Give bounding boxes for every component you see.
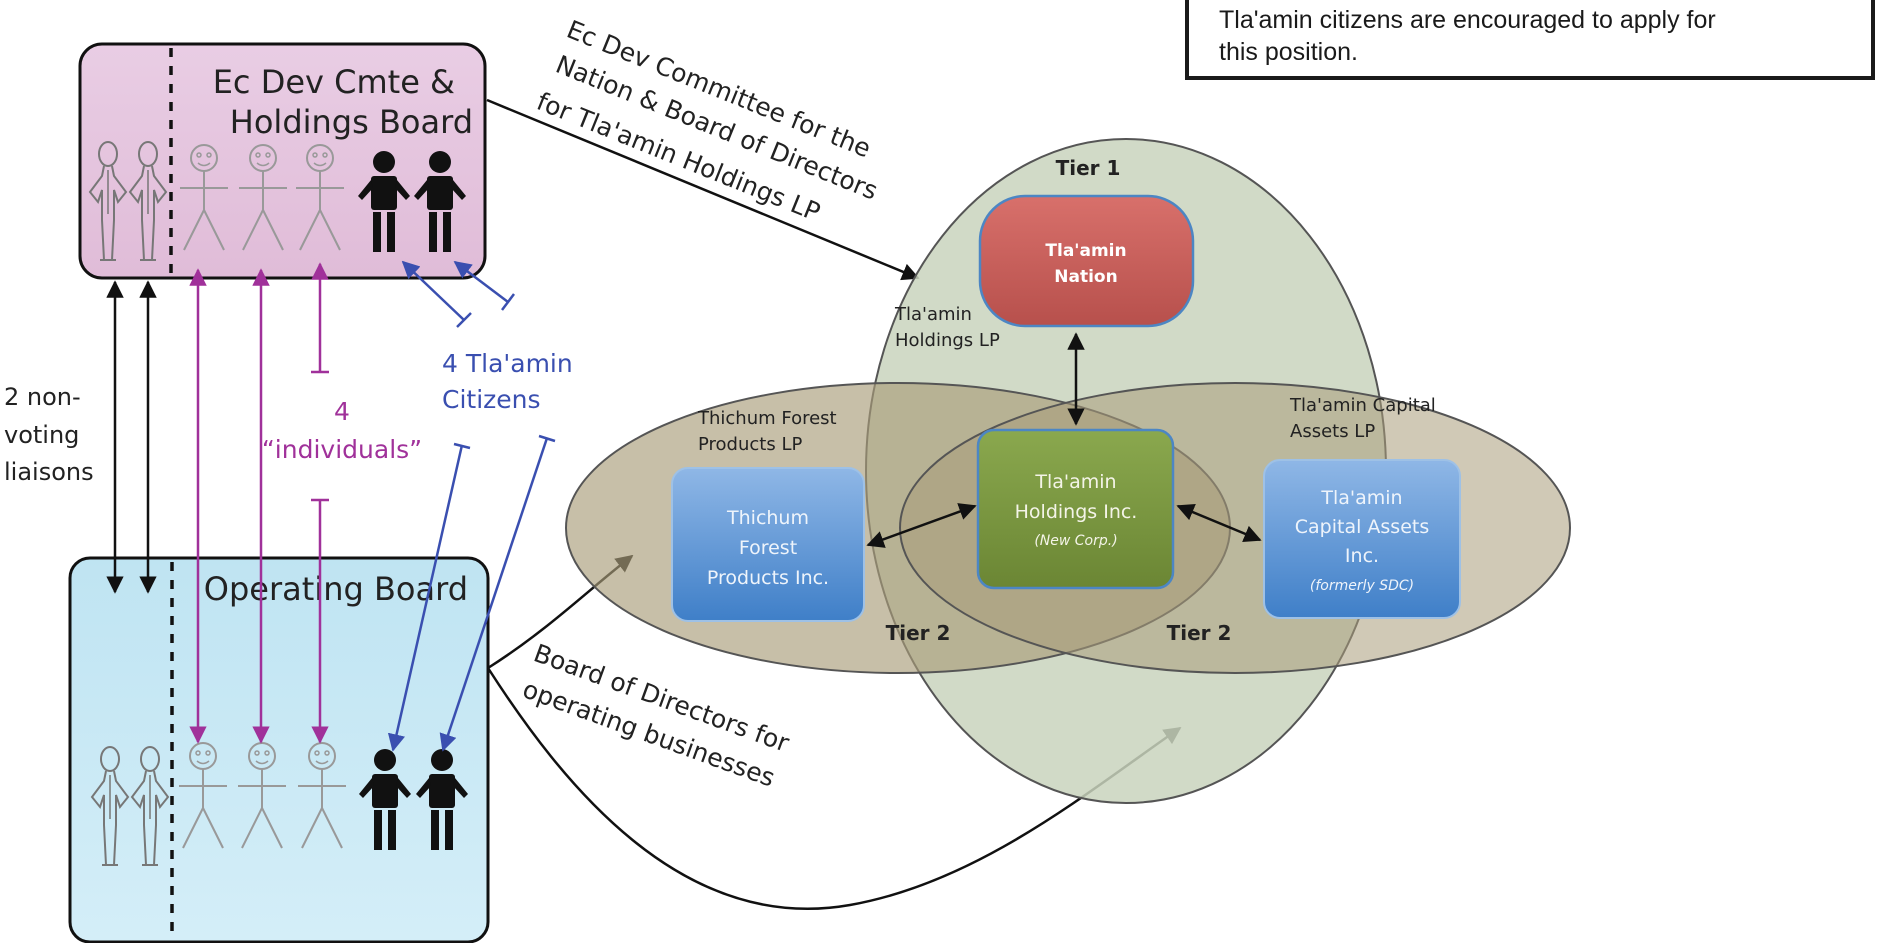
thichum-holdings-connector xyxy=(866,503,977,548)
recruitment-notice: Tla'amin citizens are encouraged to appl… xyxy=(1185,0,1875,80)
holdings-inc-box xyxy=(976,428,1175,590)
tier1-label: Tier 1 xyxy=(1056,156,1121,180)
nation-line-2: Nation xyxy=(1054,267,1117,287)
citizen-arrow-upper xyxy=(453,260,509,303)
ecdev-to-holdings-arrow xyxy=(486,98,920,281)
capital-inc-line-1: Tla'amin xyxy=(1320,487,1402,509)
holdings-lp-label-1: Tla'amin xyxy=(894,304,972,325)
arrow-stop-bar xyxy=(456,312,472,328)
holdings-board-box xyxy=(78,42,487,280)
holdings-capital-connector xyxy=(1176,503,1262,543)
notice-line-2: this position. xyxy=(1219,38,1358,66)
holdings-board-title-2: Holdings Board xyxy=(230,103,473,141)
thichum-inc-box xyxy=(671,467,865,622)
individuals-count: 4 xyxy=(334,397,350,426)
capital-assets-inc-box xyxy=(1263,459,1461,619)
thichum-lp-label-2: Products LP xyxy=(698,434,802,455)
thichum-lp-label-1: Thichum Forest xyxy=(697,408,837,429)
capital-inc-line-3: Inc. xyxy=(1345,545,1379,567)
capital-lp-label-1: Tla'amin Capital xyxy=(1289,395,1436,416)
capital-lp-label-2: Assets LP xyxy=(1290,421,1375,442)
holdings-inc-line-2: Holdings Inc. xyxy=(1015,501,1138,523)
thichum-inc-line-3: Products Inc. xyxy=(707,567,829,589)
liaisons-label-3: liaisons xyxy=(4,458,94,486)
holdings-inc-note: (New Corp.) xyxy=(1034,533,1117,549)
tier2-right-label: Tier 2 xyxy=(1167,621,1232,645)
citizens-label: Citizens xyxy=(442,385,541,414)
holdings-board-title-1: Ec Dev Cmte & xyxy=(213,63,455,101)
individuals-label: “individuals” xyxy=(262,435,422,464)
tlaamin-nation-box xyxy=(978,194,1195,328)
citizen-arrow-lower xyxy=(439,437,549,752)
holdings-inc-line-1: Tla'amin xyxy=(1034,471,1116,493)
capital-inc-note: (formerly SDC) xyxy=(1310,578,1414,594)
nation-line-1: Tla'amin xyxy=(1045,241,1126,261)
arrow-stop-bar xyxy=(538,434,556,443)
citizen-arrow-lower xyxy=(387,444,464,752)
thichum-inc-line-2: Forest xyxy=(739,537,797,559)
operating-board-title: Operating Board xyxy=(204,570,468,608)
capital-inc-line-2: Capital Assets xyxy=(1295,516,1430,538)
liaisons-label-2: voting xyxy=(4,421,79,449)
liaisons-label-1: 2 non- xyxy=(4,383,81,411)
operating-board-box xyxy=(68,556,490,943)
arrow-stop-bar xyxy=(453,442,471,450)
arrow-stop-bar xyxy=(501,293,515,311)
holdings-lp-label-2: Holdings LP xyxy=(895,330,1000,351)
thichum-inc-line-1: Thichum xyxy=(726,507,809,529)
notice-line-1: Tla'amin citizens are encouraged to appl… xyxy=(1219,6,1716,34)
citizens-count-label: 4 Tla'amin xyxy=(442,349,573,378)
citizen-arrow-upper xyxy=(401,260,465,321)
tier2-left-label: Tier 2 xyxy=(886,621,951,645)
